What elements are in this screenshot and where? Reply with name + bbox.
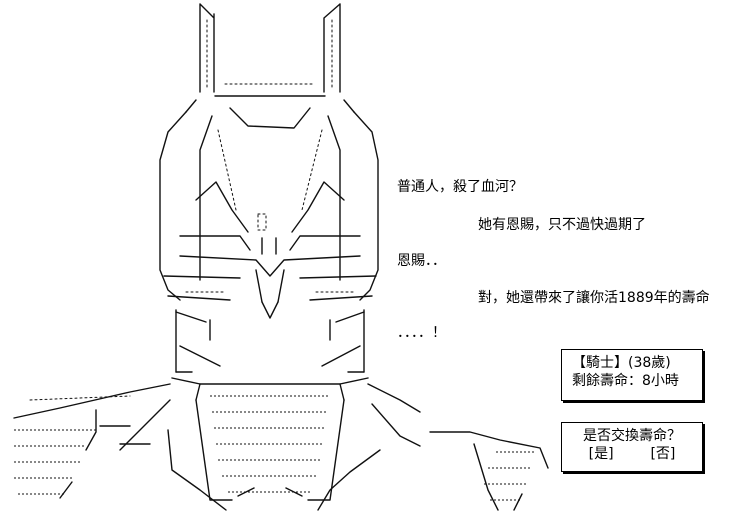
- right-horn: [323, 3, 341, 93]
- dialogue-line-2: 她有恩賜，只不過快過期了: [478, 217, 646, 233]
- dialogue-line-4: 對，她還帶來了讓你活1889年的壽命: [478, 290, 710, 306]
- helmet-shell: [159, 107, 379, 301]
- status-lifespan: 剩餘壽命：8小時: [572, 373, 679, 389]
- mask-face: [163, 181, 377, 319]
- left-cape: [13, 383, 227, 511]
- dialogue-line-3: 恩賜．．: [397, 253, 446, 269]
- right-cape: [317, 383, 549, 511]
- status-box: 【騎士】(38歲) 剩餘壽命：8小時: [561, 349, 703, 401]
- collar: [175, 309, 365, 373]
- prompt-question: 是否交換壽命？: [583, 428, 681, 444]
- prompt-choices: [是] [否]: [572, 445, 692, 463]
- helmet-band: [185, 83, 355, 113]
- left-horn: [199, 3, 215, 93]
- dialogue-line-1: 普通人，殺了血河？: [397, 179, 523, 195]
- prompt-box: 是否交換壽命？ [是] [否]: [561, 422, 703, 472]
- yes-button[interactable]: [是]: [588, 446, 614, 462]
- no-button[interactable]: [否]: [650, 446, 676, 462]
- status-title: 【騎士】(38歲): [572, 355, 671, 371]
- chest-plate: [171, 377, 369, 501]
- dialogue-line-5: ．．．．！: [397, 325, 446, 341]
